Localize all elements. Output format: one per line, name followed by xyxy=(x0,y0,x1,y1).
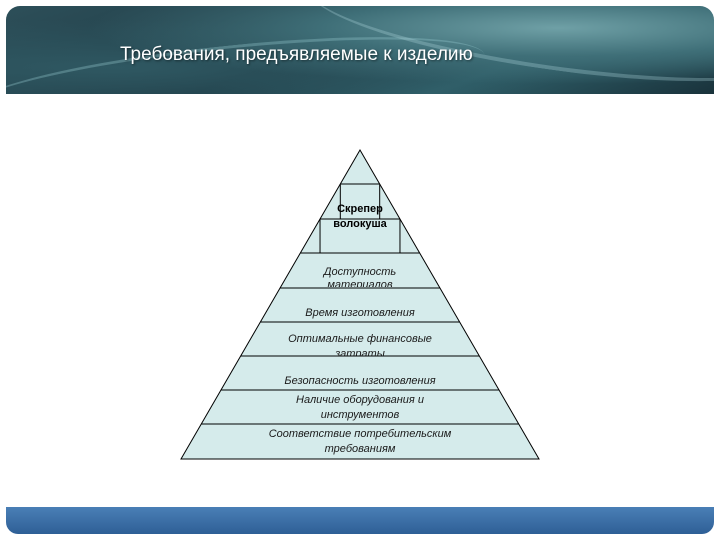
pyramid-outline xyxy=(180,149,540,460)
level-2-line1: Скрепер xyxy=(337,203,383,215)
level-6-line1: Безопасность изготовления xyxy=(284,375,436,387)
level-4-line1: Время изготовления xyxy=(305,307,415,319)
level-2-line2: волокуша xyxy=(333,218,387,230)
level-8-line1: Соответствие потребительским xyxy=(268,428,452,440)
title-banner: Требования, предъявляемые к изделию xyxy=(6,6,714,94)
level-8-line2: требованиям xyxy=(324,443,396,455)
level-3-line1: Доступность xyxy=(323,266,397,278)
slide-title: Требования, предъявляемые к изделию xyxy=(120,44,473,65)
pyramid-body xyxy=(181,150,539,459)
level-5-line1: Оптимальные финансовые xyxy=(288,333,432,345)
level-7-line1: Наличие оборудования и xyxy=(296,394,424,406)
footer-bar xyxy=(6,507,714,534)
level-5-line2: затраты xyxy=(335,348,385,356)
level-7-line2: инструментов xyxy=(320,409,400,421)
level-3-line2: материалов xyxy=(327,279,393,287)
